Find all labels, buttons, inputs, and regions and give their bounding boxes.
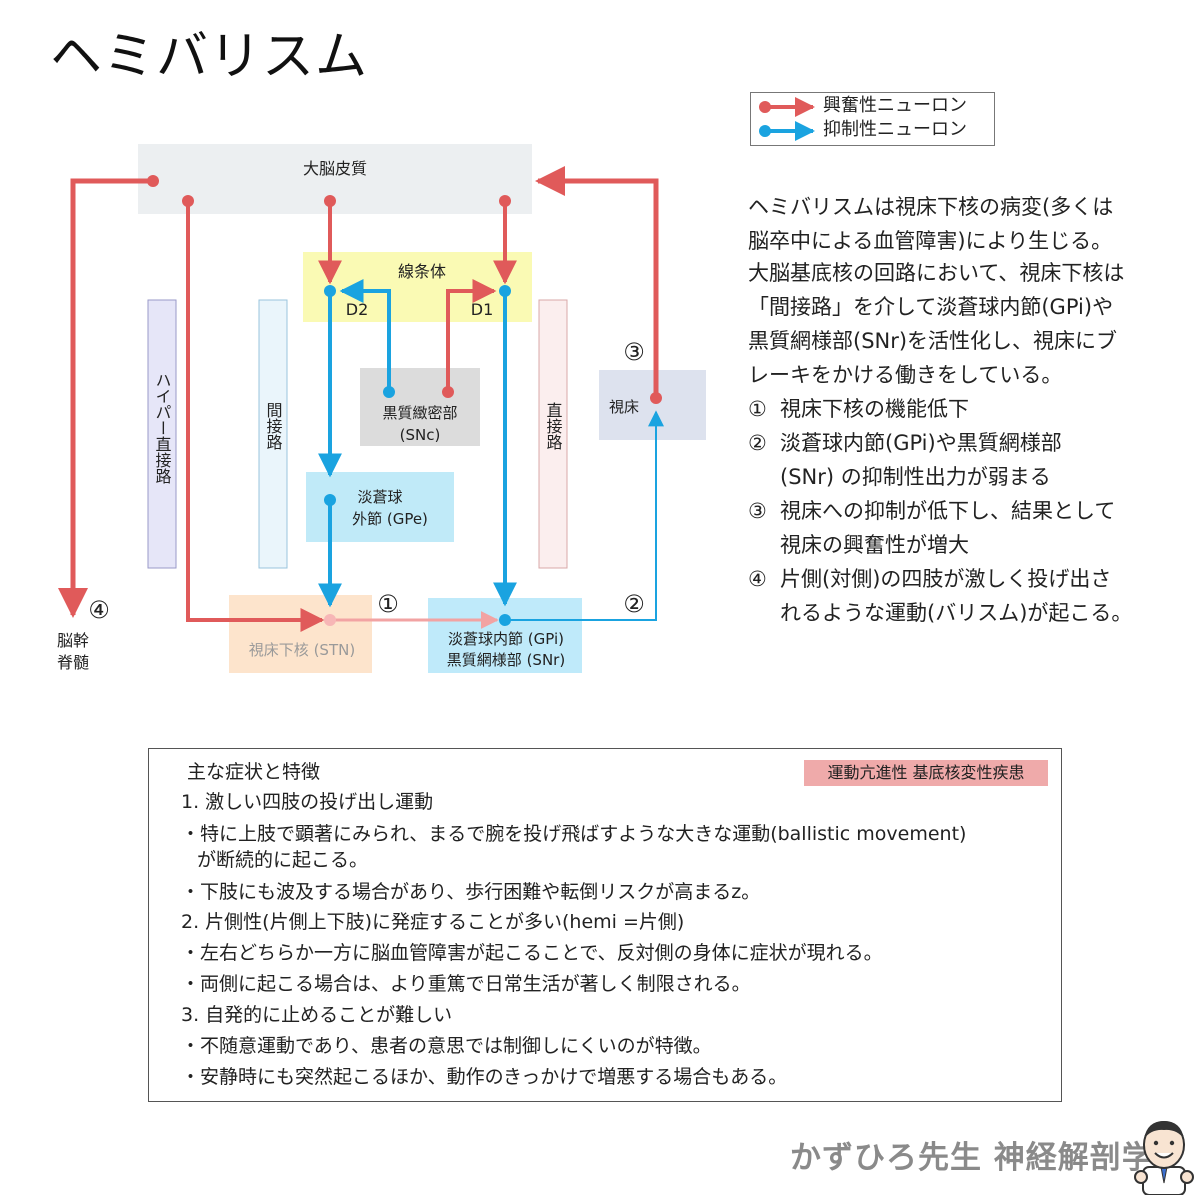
indirect-label: 間接路 bbox=[264, 402, 283, 450]
cortex-to-d2-origin bbox=[324, 195, 336, 207]
snc-to-d1-pathway bbox=[446, 279, 497, 392]
description-line: 脳卒中による血管障害)により生じる。 bbox=[748, 229, 1113, 253]
description-line: 大脳基底核の回路において、視床下核は bbox=[748, 261, 1125, 285]
gpi-label-line2: 黒質網様部 (SNr) bbox=[447, 651, 565, 669]
thalamus-box bbox=[599, 370, 706, 440]
cortex-label: 大脳皮質 bbox=[303, 159, 367, 178]
footer-brand: かずひろ先生 神経解剖学 bbox=[790, 1140, 1154, 1176]
snc-box bbox=[360, 368, 480, 446]
gpi-label-line1: 淡蒼球内節 (GPi) bbox=[448, 630, 564, 648]
marker-1: ① bbox=[377, 590, 399, 618]
d2-label: D2 bbox=[346, 300, 369, 319]
brainstem-label-line2: 脊髄 bbox=[57, 653, 89, 672]
d1-dot bbox=[499, 285, 511, 297]
direct-label: 直接路 bbox=[544, 402, 563, 450]
snc-label-line2: (SNc) bbox=[400, 426, 441, 444]
step-text: 片側(対側)の四肢が激しく投げ出さ bbox=[780, 567, 1112, 591]
gpe-label-line1: 淡蒼球 bbox=[357, 488, 402, 506]
symptom-line: ・両側に起こる場合は、より重篤で日常生活が著しく制限される。 bbox=[181, 973, 751, 995]
symptoms-heading: 主な症状と特徴 bbox=[187, 761, 321, 783]
step-number: ③ bbox=[748, 499, 767, 523]
thalamus-label: 視床 bbox=[609, 398, 639, 416]
step-4: ④ 片側(対側)の四肢が激しく投げ出さ れるような運動(バリスム)が起こる。 bbox=[748, 562, 1132, 630]
gpe-label-line2: 外節 (GPe) bbox=[352, 510, 428, 528]
legend-arrows bbox=[759, 97, 815, 141]
step-text: 視床下核の機能低下 bbox=[780, 397, 969, 421]
thalamus-to-cortex-origin bbox=[650, 392, 662, 404]
gpi-dot bbox=[499, 614, 511, 626]
disease-category-badge: 運動亢進性 基底核変性疾患 bbox=[804, 760, 1048, 786]
step-text: 視床への抑制が低下し、結果として bbox=[780, 499, 1116, 523]
d2-dot bbox=[324, 285, 336, 297]
step-2: ② 淡蒼球内節(GPi)や黒質網様部 (SNr) の抑制性出力が弱まる bbox=[748, 426, 1062, 494]
symptom-line: ・不随意運動であり、患者の意思では制御しにくいのが特徴。 bbox=[181, 1035, 712, 1057]
symptom-line: ・左右どちらか一方に脳血管障害が起こることで、反対側の身体に症状が現れる。 bbox=[181, 942, 883, 964]
step-text: れるような運動(バリスム)が起こる。 bbox=[780, 601, 1133, 625]
marker-3: ③ bbox=[623, 338, 645, 366]
direct-column bbox=[538, 299, 568, 569]
indirect-column bbox=[258, 299, 288, 569]
cortex-to-stn-origin bbox=[182, 195, 194, 207]
cortex-to-d1-origin bbox=[499, 195, 511, 207]
striatum-label: 線条体 bbox=[398, 262, 446, 281]
hyperdirect-column bbox=[147, 299, 177, 569]
step-number: ① bbox=[748, 397, 767, 421]
snc-to-d2-pathway bbox=[339, 279, 391, 392]
description-paragraph-2: 大脳基底核の回路において、視床下核は 「間接路」を介して淡蒼球内節(GPi)や … bbox=[748, 256, 1188, 392]
marker-2: ② bbox=[623, 590, 645, 618]
hyperdirect-label: ハイパー直接路 bbox=[153, 372, 172, 484]
step-number: ② bbox=[748, 431, 767, 455]
snc-d1-origin bbox=[442, 386, 454, 398]
symptoms-box: 主な症状と特徴 1. 激しい四肢の投げ出し運動 ・特に上肢で顕著にみられ、まるで… bbox=[148, 748, 1062, 1102]
description-line: ヘミバリスムは視床下核の病変(多くは bbox=[748, 195, 1114, 219]
description-paragraph-1: ヘミバリスムは視床下核の病変(多くは 脳卒中による血管障害)により生じる。 bbox=[748, 190, 1188, 258]
step-3: ③ 視床への抑制が低下し、結果として 視床の興奮性が増大 bbox=[748, 494, 1115, 562]
symptom-line: 2. 片側性(片側上下肢)に発症することが多い(hemi =片側) bbox=[181, 911, 685, 933]
step-text: 視床の興奮性が増大 bbox=[780, 533, 969, 557]
thalamus-to-cortex-pathway bbox=[535, 166, 659, 398]
description-line: 黒質網様部(SNr)を活性化し、視床にブ bbox=[748, 329, 1118, 353]
marker-4: ④ bbox=[88, 596, 110, 624]
basal-ganglia-circuit-diagram: 大脳皮質 線条体 D2 D1 ハイパー直接路 間接路 直接路 黒質緻密部 (SN… bbox=[57, 144, 706, 673]
stn-origin-dot bbox=[324, 614, 336, 626]
symptom-line: 1. 激しい四肢の投げ出し運動 bbox=[181, 791, 434, 813]
stn-box bbox=[229, 595, 372, 673]
cortex-to-stn-pathway bbox=[186, 201, 325, 632]
legend-excitatory-label: 興奮性ニューロン bbox=[823, 95, 967, 116]
page-title: ヘミバリスム bbox=[50, 27, 369, 87]
symptom-line: が断続的に起こる。 bbox=[197, 849, 369, 871]
symptom-line: ・下肢にも波及する場合があり、歩行困難や転倒リスクが高まるz。 bbox=[181, 881, 761, 903]
step-number: ④ bbox=[748, 567, 767, 591]
cortex-to-brainstem-origin bbox=[147, 175, 159, 187]
doctor-avatar-icon bbox=[1134, 1121, 1194, 1195]
legend-inhibitory-label: 抑制性ニューロン bbox=[823, 119, 967, 140]
cortex-to-brainstem-pathway bbox=[58, 178, 153, 618]
legend: 興奮性ニューロン 抑制性ニューロン bbox=[750, 92, 995, 146]
gpe-dot bbox=[324, 494, 336, 506]
step-1: ① 視床下核の機能低下 bbox=[748, 392, 969, 426]
d1-label: D1 bbox=[471, 300, 494, 319]
description-line: 「間接路」を介して淡蒼球内節(GPi)や bbox=[748, 295, 1114, 319]
symptom-line: ・特に上肢で顕著にみられ、まるで腕を投げ飛ばすような大きな運動(ballisti… bbox=[181, 823, 967, 845]
gpi-to-thalamus-pathway bbox=[505, 410, 664, 621]
description-line: レーキをかける働きをしている。 bbox=[748, 363, 1063, 387]
symptom-line: ・安静時にも突然起こるほか、動作のきっかけで増悪する場合もある。 bbox=[181, 1066, 788, 1088]
gpi-snr-box bbox=[428, 598, 582, 673]
step-text: 淡蒼球内節(GPi)や黒質網様部 bbox=[780, 431, 1062, 455]
snc-label-line1: 黒質緻密部 bbox=[382, 404, 457, 422]
step-text: (SNr) の抑制性出力が弱まる bbox=[780, 465, 1051, 489]
stn-label: 視床下核 (STN) bbox=[249, 641, 355, 659]
symptom-line: 3. 自発的に止めることが難しい bbox=[181, 1004, 453, 1026]
brainstem-label-line1: 脳幹 bbox=[57, 631, 89, 650]
snc-d2-origin bbox=[383, 386, 395, 398]
